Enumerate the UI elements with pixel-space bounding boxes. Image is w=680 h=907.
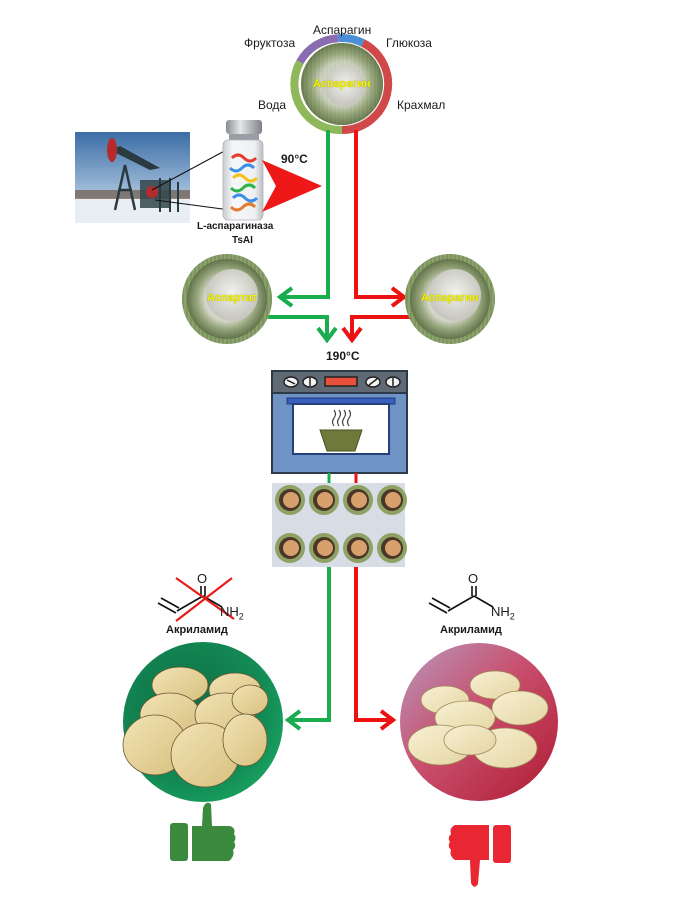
ring-segment-fructose	[296, 34, 339, 65]
steam-icon	[331, 409, 352, 427]
leader-line	[151, 147, 231, 191]
cup-asparagine	[405, 254, 495, 344]
red-path	[341, 130, 410, 344]
baked-cup	[275, 485, 305, 515]
atom-nh2-right: NH2	[491, 604, 515, 622]
label-acrylamide-right: Акриламид	[440, 624, 502, 636]
atom-nh2-left: NH2	[220, 604, 244, 622]
atom-oxygen-right: O	[468, 571, 479, 586]
green-path	[268, 130, 338, 344]
cup-aspartate	[182, 254, 272, 344]
ingredient-ring	[290, 34, 393, 135]
label-fructose: Фруктоза	[244, 36, 296, 50]
label-enzyme-strain: TsAI	[232, 235, 253, 246]
label-cup-asparagine: Аспарагин	[421, 292, 479, 304]
label-asparagine-top: Аспарагин	[313, 23, 372, 37]
cookie	[491, 690, 549, 726]
label-enzyme-temperature: 90°C	[281, 152, 308, 166]
label-starch: Крахмал	[397, 98, 446, 112]
acrylamide-structure-right	[428, 586, 494, 614]
baked-cup	[343, 533, 373, 563]
enzyme-vial	[222, 120, 264, 221]
cookies-plate-red	[400, 643, 558, 801]
baked-cup	[377, 485, 407, 515]
label-glucose: Глюкоза	[386, 36, 432, 50]
baked-samples-photo	[272, 483, 407, 567]
atom-oxygen-left: O	[197, 571, 208, 586]
cookie	[469, 670, 521, 700]
ring-segment-asparagine	[337, 34, 365, 47]
oven-icon	[271, 370, 408, 474]
cookie	[443, 724, 497, 756]
thumbs-up-icon	[170, 802, 236, 861]
ring-segment-starch	[341, 39, 393, 135]
thumbs-down-icon	[448, 825, 511, 887]
label-oven-temperature: 190°C	[326, 349, 360, 363]
protein-structure-icon	[228, 153, 259, 212]
baked-cup	[309, 485, 339, 515]
cookie	[231, 684, 269, 716]
leader-line	[154, 199, 231, 211]
baked-cup	[343, 485, 373, 515]
baked-cup	[377, 533, 407, 563]
heat-chevron-icon	[262, 160, 322, 212]
green-path-bottom	[288, 567, 331, 722]
label-water: Вода	[258, 98, 287, 112]
oil-pump-photo	[75, 132, 190, 223]
label-ring-center: Аспарагин	[313, 78, 371, 90]
label-acrylamide-left: Акриламид	[166, 624, 228, 636]
muffin-icon	[319, 429, 363, 452]
baked-cup	[275, 533, 305, 563]
strike-cross-icon	[175, 577, 235, 622]
cookie	[222, 713, 268, 767]
cookies-plate-green	[122, 642, 283, 802]
baked-cup	[309, 533, 339, 563]
oven-display	[324, 376, 358, 387]
label-cup-aspartate: Аспартат	[207, 292, 258, 304]
red-path-bottom	[354, 567, 393, 722]
label-enzyme-name: L-аспарагиназа	[197, 221, 274, 232]
